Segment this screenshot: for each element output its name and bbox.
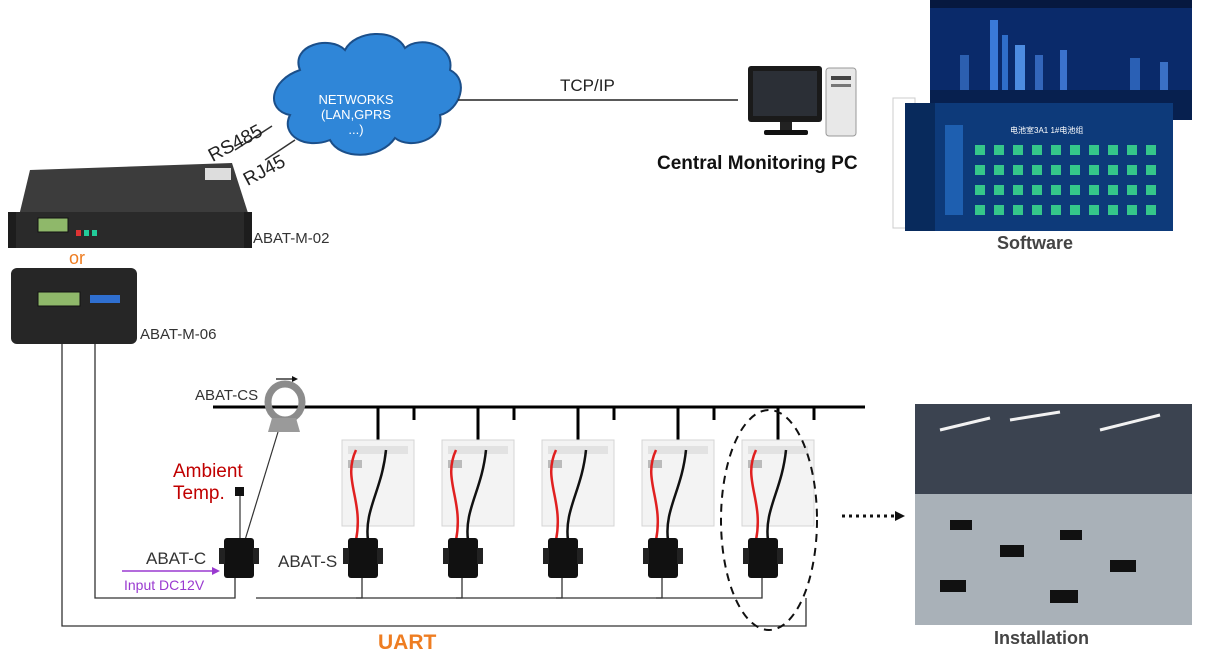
sw-cell-icon — [975, 185, 985, 195]
sw-cell-icon — [1146, 165, 1156, 175]
sw-cell-icon — [975, 145, 985, 155]
network-cloud — [273, 33, 462, 156]
highlight-ellipse — [720, 409, 818, 631]
software-label: Software — [997, 233, 1074, 253]
sw-cell-icon — [1146, 205, 1156, 215]
abat-s-label: ABAT-S — [278, 552, 338, 571]
sw-cell-icon — [1127, 205, 1137, 215]
ambient-line-1: Ambient — [173, 461, 243, 482]
tcp-ip-label: TCP/IP — [560, 76, 615, 95]
battery-cell — [641, 439, 715, 541]
abat-c-label: ABAT-C — [146, 549, 207, 568]
sw-cell-icon — [1089, 145, 1099, 155]
sensor-chain-link — [256, 578, 363, 599]
sw-cell-icon — [975, 205, 985, 215]
sw-cell-icon — [1089, 165, 1099, 175]
sw-cell-icon — [1051, 185, 1061, 195]
software-dashboard-front — [892, 97, 1173, 231]
rj45-link — [264, 139, 296, 161]
abat-c-module — [219, 538, 259, 578]
sw-cell-icon — [1089, 185, 1099, 195]
sw-cell-icon — [994, 145, 1004, 155]
abat-m-02-label: ABAT-M-02 — [253, 230, 330, 247]
sw-cell-icon — [1108, 165, 1118, 175]
software-screen-title: 电池室3A1 1#电池组 — [1010, 126, 1084, 135]
cs-to-controller-wire — [244, 431, 279, 541]
sw-cell-icon — [1013, 185, 1023, 195]
battery-cell — [441, 439, 515, 541]
sw-cell-icon — [1013, 205, 1023, 215]
network-line-2: (LAN,GPRS — [320, 107, 392, 122]
sw-cell-icon — [1146, 185, 1156, 195]
abat-s-module — [343, 538, 383, 578]
sw-cell-icon — [1127, 145, 1137, 155]
ambient-temp-sensor — [235, 487, 244, 496]
sw-cell-icon — [1032, 145, 1042, 155]
abat-s-module — [543, 538, 583, 578]
software-dashboard-back — [930, 0, 1192, 120]
installation-label: Installation — [994, 628, 1090, 648]
ambient-temp-label: Ambient Temp. — [173, 461, 243, 505]
battery-cell — [541, 439, 615, 541]
uart-bus-inner — [94, 344, 236, 599]
ambient-line-2: Temp. — [173, 483, 225, 504]
sw-cell-icon — [1032, 165, 1042, 175]
or-label: or — [69, 248, 86, 268]
battery-cell — [741, 439, 815, 541]
abat-s-module — [743, 538, 783, 578]
network-cloud-label: NETWORKS (LAN,GPRS ...) — [296, 92, 416, 137]
input-dc12v-label: Input DC12V — [124, 577, 205, 593]
current-sensor-ring — [264, 380, 306, 432]
sw-cell-icon — [994, 205, 1004, 215]
central-monitoring-pc-label: Central Monitoring PC — [657, 153, 858, 174]
sw-cell-icon — [994, 185, 1004, 195]
sw-cell-icon — [1089, 205, 1099, 215]
sw-cell-icon — [1108, 205, 1118, 215]
sw-cell-icon — [1070, 205, 1080, 215]
sw-cell-icon — [1108, 145, 1118, 155]
uart-label: UART — [378, 631, 437, 654]
sw-cell-icon — [1070, 185, 1080, 195]
pc-monitor-icon — [748, 66, 857, 137]
sw-cell-icon — [1051, 165, 1061, 175]
sw-cell-icon — [1051, 205, 1061, 215]
sw-cell-icon — [1013, 165, 1023, 175]
network-line-1: NETWORKS — [318, 92, 394, 107]
network-line-3: ...) — [348, 122, 364, 137]
rs485-link — [234, 125, 273, 151]
sw-cell-icon — [1070, 165, 1080, 175]
abat-cs-label: ABAT-CS — [195, 387, 259, 404]
sw-cell-icon — [1127, 165, 1137, 175]
sw-cell-icon — [975, 165, 985, 175]
sw-cell-icon — [1032, 205, 1042, 215]
abat-s-module — [443, 538, 483, 578]
sensor-chain-link — [556, 578, 663, 599]
sw-cell-icon — [1070, 145, 1080, 155]
abat-m-02-device — [8, 163, 252, 248]
sw-cell-icon — [1127, 185, 1137, 195]
sw-cell-icon — [1032, 185, 1042, 195]
abat-m-06-label: ABAT-M-06 — [140, 326, 217, 343]
battery-cell — [341, 439, 415, 541]
sensor-chain-link — [456, 578, 563, 599]
abat-m-06-device — [11, 268, 137, 344]
sensor-chain-link — [656, 578, 763, 599]
sw-cell-icon — [1013, 145, 1023, 155]
sw-cell-icon — [1146, 145, 1156, 155]
sw-cell-icon — [994, 165, 1004, 175]
sensor-chain-link — [356, 578, 463, 599]
sw-cell-icon — [1108, 185, 1118, 195]
installation-photo — [915, 404, 1192, 625]
sw-cell-icon — [1051, 145, 1061, 155]
abat-s-module — [643, 538, 683, 578]
uart-bus-outer — [61, 344, 807, 627]
